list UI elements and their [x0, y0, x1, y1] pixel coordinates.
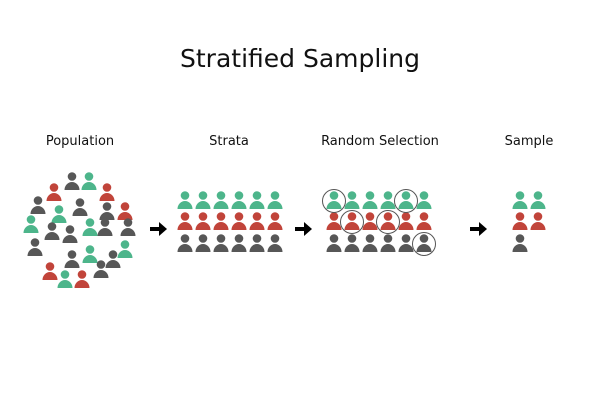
population-person-icon: [43, 262, 58, 280]
sample-person-icon: [513, 212, 528, 230]
population-person-icon: [118, 240, 133, 258]
selection-person-icon: [327, 212, 342, 230]
strata-person-icon: [250, 191, 265, 209]
strata-person-icon: [178, 212, 193, 230]
population-person-icon: [98, 218, 113, 236]
population-person-icon: [47, 183, 62, 201]
sample-person-icon: [531, 212, 546, 230]
selection-person-icon: [327, 191, 342, 209]
strata-person-icon: [232, 191, 247, 209]
population-person-icon: [24, 215, 39, 233]
arrow-right-icon: [150, 222, 167, 236]
strata-person-icon: [268, 234, 283, 252]
selection-person-icon: [381, 234, 396, 252]
population-person-icon: [83, 218, 98, 236]
strata-person-icon: [250, 212, 265, 230]
population-person-icon: [63, 225, 78, 243]
strata-person-icon: [196, 234, 211, 252]
selection-person-icon: [363, 234, 378, 252]
population-person-icon: [28, 238, 43, 256]
selection-person-icon: [399, 234, 414, 252]
selection-person-icon: [417, 212, 432, 230]
selection-person-icon: [327, 234, 342, 252]
population-person-icon: [45, 222, 60, 240]
strata-person-icon: [268, 212, 283, 230]
strata-person-icon: [232, 234, 247, 252]
population-person-icon: [100, 183, 115, 201]
arrow-right-icon: [470, 222, 487, 236]
population-person-icon: [73, 198, 88, 216]
selection-person-icon: [345, 191, 360, 209]
selection-person-icon: [399, 191, 414, 209]
selection-person-icon: [381, 191, 396, 209]
strata-person-icon: [178, 234, 193, 252]
population-person-icon: [65, 250, 80, 268]
selection-person-icon: [417, 191, 432, 209]
selection-person-icon: [417, 234, 432, 252]
selection-person-icon: [345, 234, 360, 252]
population-person-icon: [121, 218, 136, 236]
population-person-icon: [118, 202, 133, 220]
population-person-icon: [65, 172, 80, 190]
population-person-icon: [31, 196, 46, 214]
sample-person-icon: [513, 234, 528, 252]
sample-person-icon: [513, 191, 528, 209]
strata-person-icon: [232, 212, 247, 230]
strata-person-icon: [268, 191, 283, 209]
population-person-icon: [82, 172, 97, 190]
strata-person-icon: [196, 212, 211, 230]
strata-person-icon: [196, 191, 211, 209]
strata-person-icon: [214, 191, 229, 209]
population-person-icon: [75, 270, 90, 288]
selection-person-icon: [381, 212, 396, 230]
strata-person-icon: [250, 234, 265, 252]
population-person-icon: [58, 270, 73, 288]
population-person-icon: [106, 250, 121, 268]
strata-person-icon: [214, 212, 229, 230]
sample-person-icon: [531, 191, 546, 209]
selection-person-icon: [345, 212, 360, 230]
selection-person-icon: [363, 191, 378, 209]
population-person-icon: [52, 205, 67, 223]
strata-person-icon: [178, 191, 193, 209]
strata-person-icon: [214, 234, 229, 252]
population-person-icon: [100, 202, 115, 220]
selection-person-icon: [399, 212, 414, 230]
arrow-right-icon: [295, 222, 312, 236]
selection-person-icon: [363, 212, 378, 230]
population-person-icon: [83, 245, 98, 263]
